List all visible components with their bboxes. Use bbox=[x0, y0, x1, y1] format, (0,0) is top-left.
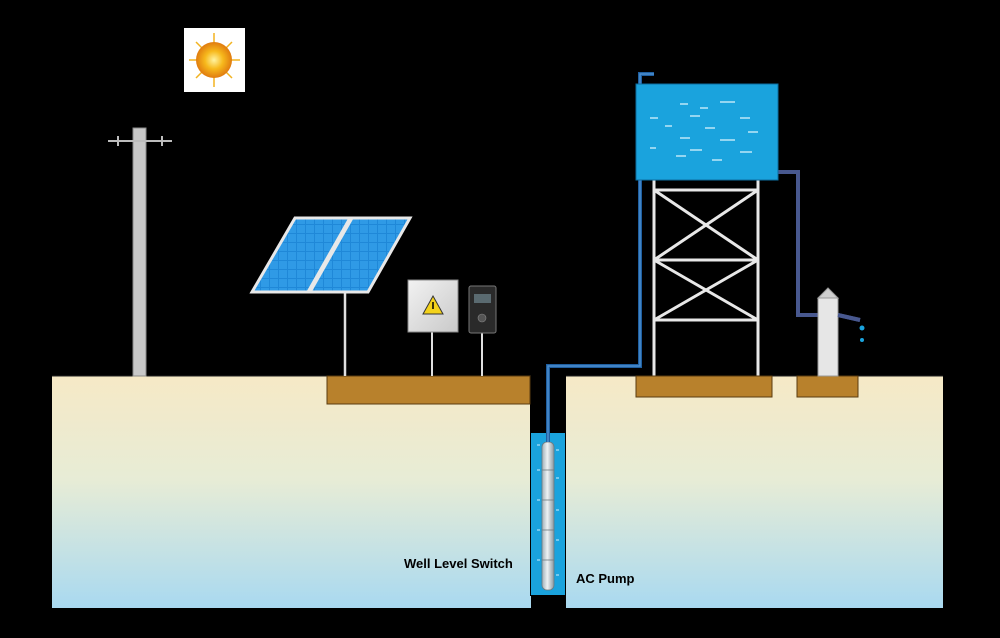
tank-tower bbox=[652, 178, 760, 378]
tap-foundation bbox=[796, 375, 859, 398]
outlet-pipe bbox=[760, 170, 861, 322]
water-drop-icon bbox=[859, 325, 865, 331]
ground bbox=[52, 375, 943, 608]
solar-panel-left bbox=[249, 216, 353, 294]
sun-icon bbox=[184, 28, 245, 92]
controller-box bbox=[407, 279, 459, 376]
tower-foundation bbox=[635, 375, 773, 398]
solar-panel-right bbox=[307, 216, 413, 294]
panel-foundation bbox=[326, 375, 531, 405]
ac-pump-label: AC Pump bbox=[576, 571, 635, 586]
inverter bbox=[468, 285, 497, 376]
water-tap-post bbox=[816, 287, 865, 377]
submersible-pump bbox=[541, 441, 555, 591]
well-level-switch-label: Well Level Switch bbox=[404, 556, 513, 571]
water-tank bbox=[635, 83, 779, 181]
solar-panels bbox=[249, 216, 413, 376]
utility-pole bbox=[108, 127, 172, 377]
